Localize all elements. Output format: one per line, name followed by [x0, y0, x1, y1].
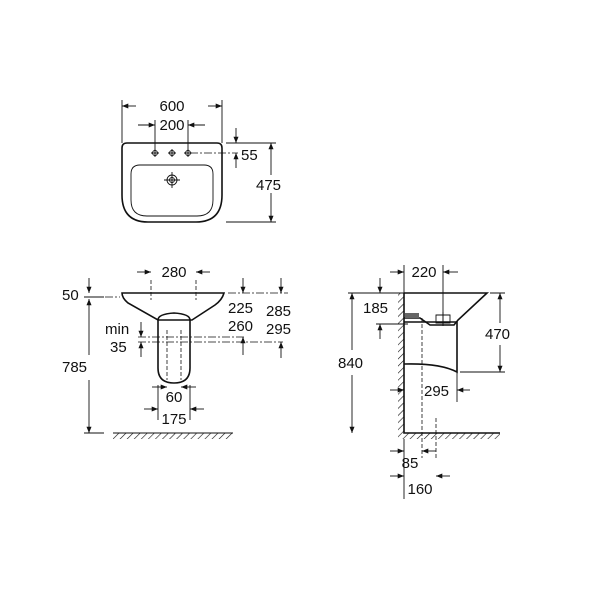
dim-pedestal-depth: 295: [424, 383, 449, 400]
dim-projection: 220: [411, 264, 436, 281]
floor-hatch-side: [404, 433, 500, 439]
dim-rim-to-waste: 185: [363, 300, 388, 317]
dim-min-value: 35: [110, 339, 127, 356]
front-view: 50 785 280 225 260 285 295 min 35 60 175: [62, 264, 291, 439]
dim-tap-offset: 55: [241, 147, 258, 164]
dim-tap-spacing: 200: [159, 117, 184, 134]
dim-height-a2: 260: [228, 318, 253, 335]
bowl-outline: [130, 164, 214, 217]
basin-outline-front: [121, 292, 226, 321]
basin-outline-side: [404, 292, 490, 326]
side-view: 840 220 185 470 295 85 160: [338, 264, 510, 499]
pedestal-side: [403, 321, 458, 374]
dim-total-height: 785: [62, 359, 87, 376]
dim-basin-height: 470: [485, 326, 510, 343]
dim-top-rim: 50: [62, 287, 79, 304]
dim-min-label: min: [105, 321, 129, 338]
dim-height-b2: 295: [266, 321, 291, 338]
dim-pedestal-inner: 60: [166, 389, 183, 406]
dim-waste-from-wall: 85: [402, 455, 419, 472]
top-view: 600 200 55 475: [121, 98, 281, 223]
floor-hatch: [113, 433, 233, 439]
dim-side-total-height: 840: [338, 355, 363, 372]
dim-height-a1: 225: [228, 300, 253, 317]
tap-hole-icons: [151, 149, 192, 157]
waste-pipe: [405, 313, 419, 318]
basin-outline-top: [121, 142, 223, 223]
dim-height-b1: 285: [266, 303, 291, 320]
dim-depth: 475: [256, 177, 281, 194]
wall-hatch: [398, 293, 404, 439]
dim-width: 600: [159, 98, 184, 115]
dim-pedestal-from-wall: 160: [407, 481, 432, 498]
dim-pedestal-outer: 175: [161, 411, 186, 428]
pedestal-outline: [157, 312, 191, 384]
drain-icon: [164, 172, 180, 188]
dim-waste-spacing: 280: [161, 264, 186, 281]
